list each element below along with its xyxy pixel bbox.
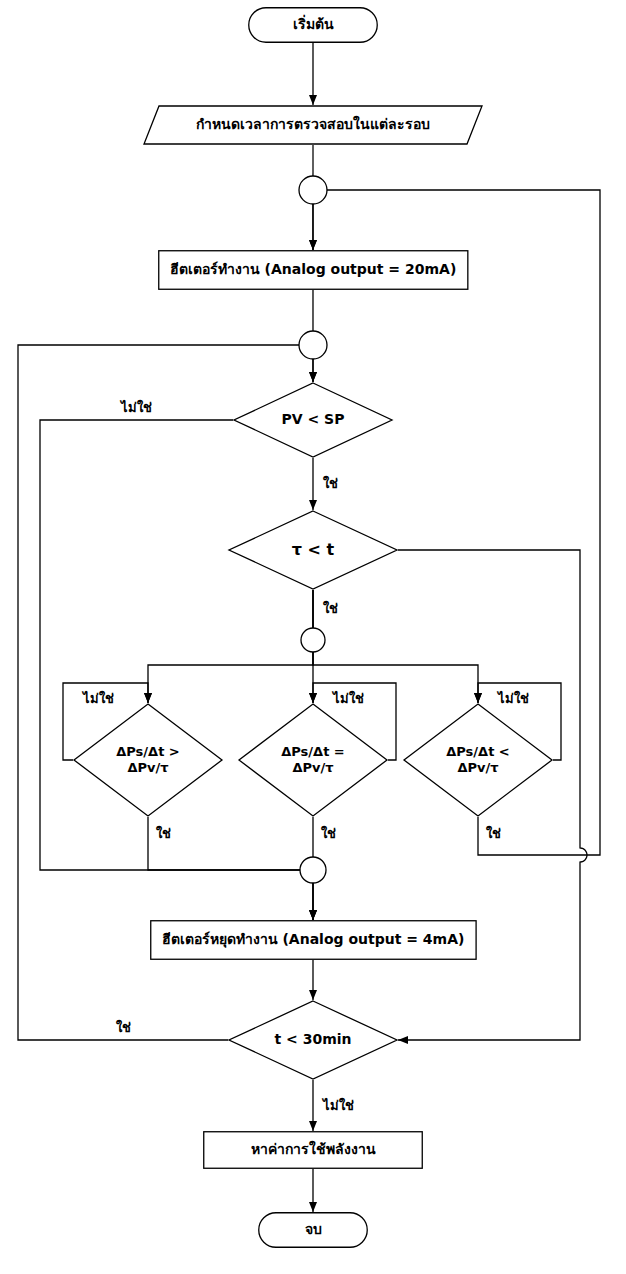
node-text: PV < SP: [282, 411, 345, 429]
process-box: ฮีตเตอร์ทำงาน (Analog output = 20mA): [158, 250, 469, 290]
flow-arrow: [148, 817, 313, 920]
decision-diamond: PV < SP: [233, 382, 393, 458]
decision-diamond: t < 30min: [228, 1000, 398, 1080]
edge-label: ใช่: [114, 1020, 133, 1037]
input-parallelogram: กำหนดเวลาการตรวจสอบในแต่ละรอบ: [143, 105, 483, 145]
edge-label: ไม่ใช่: [496, 691, 531, 708]
node-text: τ < t: [292, 540, 334, 560]
node-text: หาค่าการใช้พลังงาน: [251, 1141, 376, 1159]
shape-outline: [158, 251, 467, 290]
node-text: ฮีตเตอร์หยุดทำงาน (Analog output = 4mA): [162, 931, 465, 949]
shape-outline: [239, 704, 387, 816]
edge-label: ไม่ใช่: [81, 691, 116, 708]
junction-circle: [301, 628, 325, 652]
node-text: กำหนดเวลาการตรวจสอบในแต่ละรอบ: [196, 116, 430, 134]
edge-label: ใช่: [321, 601, 340, 618]
edge-label: ใช่: [321, 476, 340, 493]
junction-circle: [299, 331, 327, 359]
shape-outline: [144, 106, 482, 144]
node-text: ΔPs/Δt = ΔPv/τ: [273, 744, 353, 777]
shape-outline: [229, 1001, 397, 1079]
shape-outline: [229, 511, 397, 589]
edge-label: ไม่ใช่: [321, 1097, 356, 1114]
edge-label: ไม่ใช่: [119, 400, 154, 417]
process-box: ฮีตเตอร์หยุดทำงาน (Analog output = 4mA): [150, 920, 477, 960]
flow-arrow: [312, 43, 313, 105]
node-text: t < 30min: [274, 1031, 351, 1049]
flow-arrow: [312, 960, 313, 1000]
flow-arrow: [312, 458, 313, 510]
shape-outline: [259, 1213, 368, 1248]
flow-arrow: [312, 1080, 313, 1131]
flow-arrow: [148, 590, 313, 703]
start-terminal: เริ่มต้น: [248, 7, 378, 43]
decision-diamond: ΔPs/Δt > ΔPv/τ: [73, 703, 223, 817]
end-terminal: จบ: [258, 1212, 368, 1248]
shape-outline: [404, 704, 552, 816]
edge-label: ใช่: [484, 826, 503, 843]
edge-label: ไม่ใช่: [331, 691, 366, 708]
decision-diamond: ΔPs/Δt < ΔPv/τ: [403, 703, 553, 817]
process-box: หาค่าการใช้พลังงาน: [203, 1131, 423, 1169]
node-text: ΔPs/Δt > ΔPv/τ: [108, 744, 188, 777]
decision-diamond: ΔPs/Δt = ΔPv/τ: [238, 703, 388, 817]
flow-arrow: [398, 550, 587, 1040]
shape-outline: [249, 8, 378, 43]
junction-circle: [300, 857, 326, 883]
junction-circle: [299, 176, 327, 204]
shape-outline: [234, 383, 392, 457]
shape-outline: [74, 704, 222, 816]
node-text: จบ: [305, 1221, 322, 1239]
node-text: ΔPs/Δt < ΔPv/τ: [438, 744, 518, 777]
flow-arrow: [40, 420, 313, 920]
flow-arrow: [312, 1169, 313, 1212]
decision-diamond: τ < t: [228, 510, 398, 590]
shape-outline: [150, 921, 475, 960]
shape-outline: [204, 1132, 423, 1169]
edge-label: ใช่: [154, 826, 173, 843]
node-text: เริ่มต้น: [293, 16, 334, 34]
node-text: ฮีตเตอร์ทำงาน (Analog output = 20mA): [170, 261, 457, 279]
edge-label: ใช่: [319, 826, 338, 843]
